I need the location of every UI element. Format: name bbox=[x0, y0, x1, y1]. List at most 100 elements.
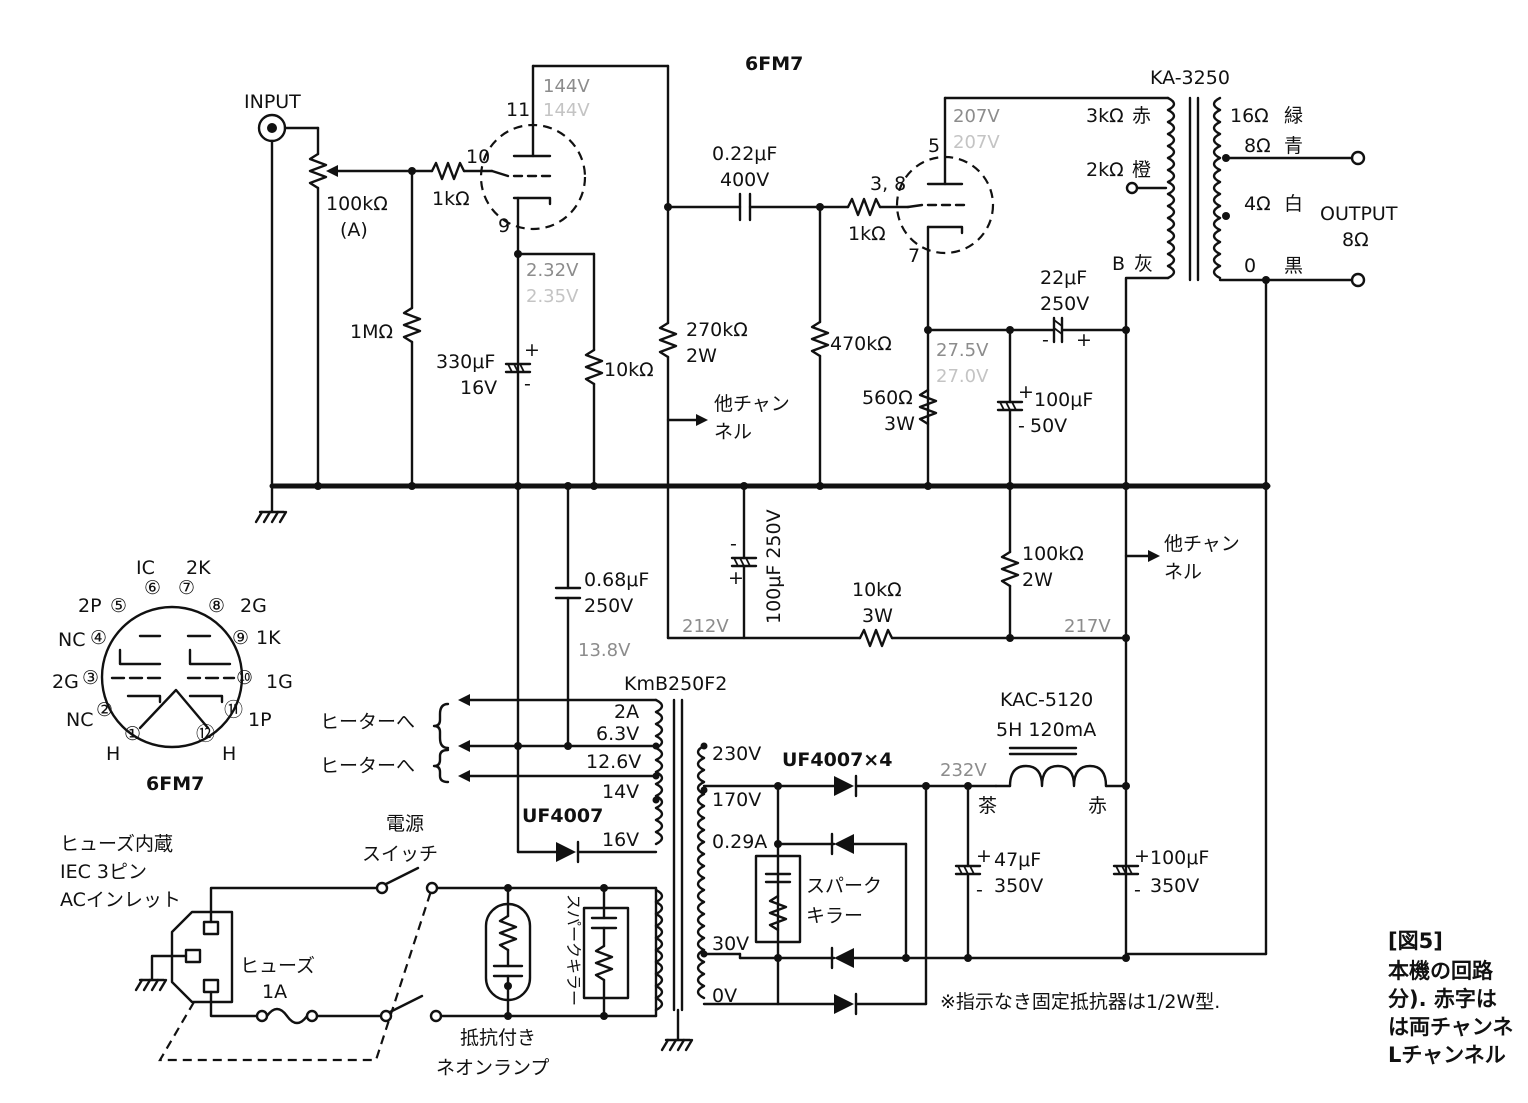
b-plus-rail: 10kΩ 3W 212V 217V - + 100μF 250V 100kΩ 2… bbox=[666, 484, 1240, 956]
pinout-name-6: IC bbox=[136, 557, 155, 579]
vr1-value: 100kΩ bbox=[326, 193, 388, 215]
c-filter1-label: 100μF 250V bbox=[763, 509, 785, 624]
pinout-num-11: ⑪ bbox=[224, 699, 243, 721]
voltage-v217: 217V bbox=[1064, 616, 1111, 637]
c-cathode1-value: 330μF bbox=[436, 351, 495, 373]
r-cathode1-label: 10kΩ bbox=[604, 359, 654, 381]
spark-killer-bridge-line1: スパーク bbox=[806, 875, 882, 897]
input-label: INPUT bbox=[244, 91, 301, 113]
r-bleed-value: 100kΩ bbox=[1022, 543, 1084, 565]
pinout-name-1: H bbox=[106, 743, 120, 765]
c-feedback-value: 22μF bbox=[1040, 267, 1087, 289]
voltage-v207-alt: 207V bbox=[953, 132, 1000, 153]
voltage-v232: 2.32V bbox=[526, 260, 579, 281]
r-cathode2-power: 3W bbox=[884, 413, 915, 435]
svg-text:+: + bbox=[524, 339, 540, 361]
feedback-cap: 22μF 250V - + bbox=[1040, 267, 1130, 351]
pt-tap-left-2: 12.6V bbox=[586, 751, 641, 773]
r-grid-stop1-label: 1kΩ bbox=[432, 188, 470, 210]
pt-tap-right-0: 230V bbox=[712, 743, 761, 765]
choke-spec: 5H 120mA bbox=[996, 719, 1096, 741]
figure-caption: [図5] 本機の回路 分). 赤字は は両チャンネ Lチャンネル bbox=[1388, 929, 1513, 1067]
pinout-name-12: H bbox=[222, 743, 236, 765]
pinout-num-3: ③ bbox=[82, 667, 99, 689]
pt-tap-left-3: 14V bbox=[602, 781, 639, 803]
power-transformer: KmB250F2 2A 6.3V 12.6V 14V 16V 230V 170V… bbox=[586, 673, 767, 1052]
svg-text:-: - bbox=[976, 879, 983, 901]
inlet-line1: ヒューズ内蔵 bbox=[60, 833, 173, 855]
other-channel-2-line2: ネル bbox=[1164, 561, 1202, 583]
inlet-line2: IEC 3ピン bbox=[60, 861, 147, 883]
r-grid2-label: 470kΩ bbox=[830, 333, 892, 355]
rectifier-bridge: UF4007×4 スパーク キラー bbox=[702, 749, 1128, 1016]
svg-text:+: + bbox=[728, 567, 744, 589]
inlet-line3: ACインレット bbox=[60, 889, 181, 911]
grid-stopper-2: 1kΩ bbox=[818, 197, 910, 245]
c-coupling-voltage: 400V bbox=[720, 169, 769, 191]
tube-2: 5 3, 8 7 207V 207V 6FM7 bbox=[745, 53, 1170, 488]
ot-primary-1-color: 橙 bbox=[1132, 159, 1151, 181]
svg-text:-: - bbox=[1018, 415, 1025, 437]
pt-tap-left-4: 16V bbox=[602, 829, 639, 851]
r-drop1-power: 3W bbox=[862, 605, 893, 627]
pinout-num-12: ⑫ bbox=[196, 723, 215, 745]
output-label: OUTPUT bbox=[1320, 203, 1398, 225]
voltage-v232b: 232V bbox=[940, 760, 987, 781]
volume-pot: 100kΩ (A) bbox=[308, 126, 414, 488]
voltage-v275: 27.5V bbox=[936, 340, 989, 361]
voltage-v144-alt: 144V bbox=[543, 100, 590, 121]
c-filter3-value: 100μF bbox=[1150, 847, 1209, 869]
ot-secondary-0-imp: 16Ω bbox=[1230, 105, 1269, 127]
ot-secondary-2-imp: 4Ω bbox=[1244, 193, 1271, 215]
svg-text:-: - bbox=[1134, 879, 1141, 901]
voltage-v212: 212V bbox=[682, 616, 729, 637]
pinout-num-4: ④ bbox=[90, 627, 107, 649]
c-feedback-voltage: 250V bbox=[1040, 293, 1089, 315]
other-channel-1-line1: 他チャン bbox=[714, 393, 790, 415]
svg-text:+: + bbox=[976, 845, 992, 867]
pinout-num-9: ⑨ bbox=[232, 627, 249, 649]
caption-line3: は両チャンネ bbox=[1388, 1015, 1513, 1039]
pt-model: KmB250F2 bbox=[624, 673, 727, 695]
caption-title: [図5] bbox=[1388, 929, 1443, 953]
svg-text:-: - bbox=[730, 533, 737, 555]
c-filter2-voltage: 350V bbox=[994, 875, 1043, 897]
ot-secondary-0-color: 緑 bbox=[1284, 105, 1303, 127]
svg-text:+: + bbox=[1076, 329, 1092, 351]
ot-model: KA-3250 bbox=[1150, 67, 1230, 89]
power-switch-line1: 電源 bbox=[386, 813, 424, 835]
ot-secondary-3-imp: 0 bbox=[1244, 255, 1256, 277]
choke-filter: 232V KAC-5120 5H 120mA 茶 赤 + - 47μF 350V… bbox=[940, 689, 1268, 962]
r-plate1-value: 270kΩ bbox=[686, 319, 748, 341]
pt-tap-right-3: 30V bbox=[712, 933, 749, 955]
pinout-name-5: 2P bbox=[78, 595, 102, 617]
ot-secondary-1-imp: 8Ω bbox=[1244, 135, 1271, 157]
footnote: ※指示なき固定抵抗器は1/2W型. bbox=[940, 991, 1220, 1013]
power-switch: 電源 スイッチ bbox=[362, 813, 658, 1023]
pinout-num-6: ⑥ bbox=[144, 577, 161, 599]
pinout-num-5: ⑤ bbox=[110, 595, 127, 617]
grid-resistor-2: 470kΩ bbox=[810, 205, 892, 488]
pt-tap-right-2: 0.29A bbox=[712, 831, 767, 853]
tube-1: 11 10 9 144V 144V bbox=[466, 64, 670, 488]
c-cathode2-value: 100μF bbox=[1034, 389, 1093, 411]
neon-line2: ネオンランプ bbox=[436, 1057, 549, 1079]
voltage-v235-alt: 2.35V bbox=[526, 286, 579, 307]
pin-p10: 10 bbox=[466, 146, 490, 168]
c-cathode2-voltage: 50V bbox=[1030, 415, 1067, 437]
pinout-num-1: ① bbox=[124, 723, 141, 745]
c-heater-voltage: 250V bbox=[584, 595, 633, 617]
pinout-name-10: 1G bbox=[266, 671, 293, 693]
other-channel-1-line2: ネル bbox=[714, 421, 752, 443]
pinout-label: 6FM7 bbox=[146, 773, 204, 795]
voltage-v144: 144V bbox=[543, 76, 590, 97]
pinout-num-10: ⑩ bbox=[236, 667, 253, 689]
other-channel-2-line1: 他チャン bbox=[1164, 533, 1240, 555]
ot-primary-0-color: 赤 bbox=[1132, 105, 1151, 127]
power-switch-line2: スイッチ bbox=[362, 843, 438, 865]
plate-load-1: 270kΩ 2W 他チャン ネル bbox=[658, 64, 790, 640]
pin-p38: 3, 8 bbox=[870, 173, 906, 195]
r-grid-stop2-label: 1kΩ bbox=[848, 223, 886, 245]
ot-primary-1-imp: 2kΩ bbox=[1086, 159, 1124, 181]
pin-p11: 11 bbox=[506, 99, 530, 121]
